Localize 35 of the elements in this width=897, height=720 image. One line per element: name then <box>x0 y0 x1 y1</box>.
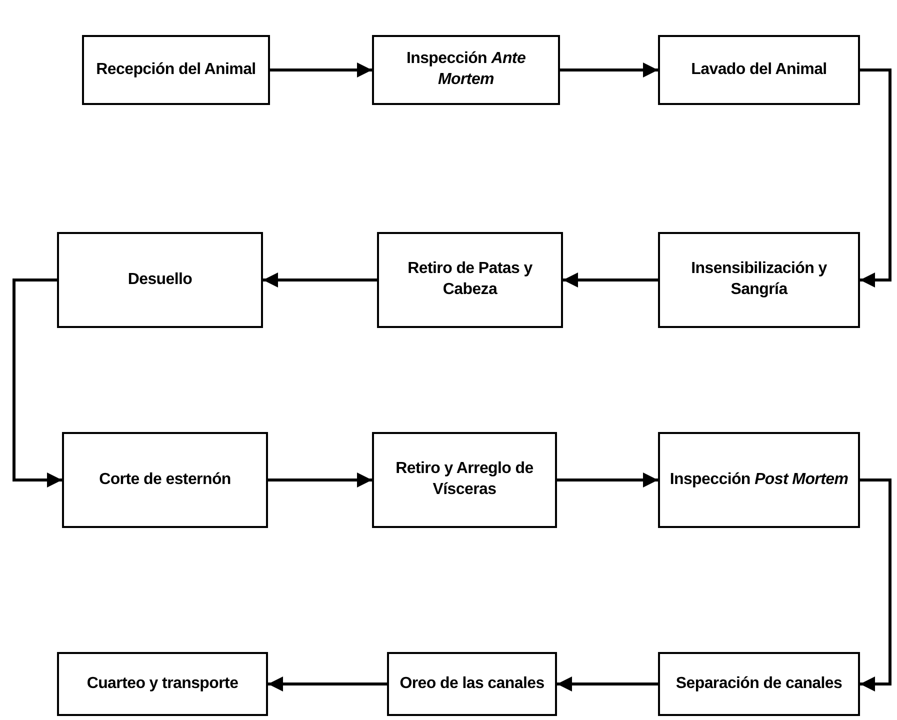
process-box <box>658 232 860 328</box>
step-label: Recepción del Animal <box>96 60 256 80</box>
step-label: Retiro y Arreglo de Vísceras <box>394 459 534 500</box>
step-label: Oreo de las canales <box>400 674 544 694</box>
arrow <box>557 676 658 692</box>
process-box <box>372 432 557 528</box>
process-box <box>82 35 270 105</box>
step-label: Insensibilización y Sangría <box>690 259 828 300</box>
step-label: Lavado del Animal <box>691 60 827 80</box>
arrow <box>563 272 658 288</box>
process-box <box>658 432 860 528</box>
step-label: Corte de esternón <box>99 470 231 490</box>
step-label: Inspección Ante Mortem <box>405 49 527 90</box>
process-box <box>62 432 268 528</box>
process-box <box>372 35 560 105</box>
arrow <box>860 68 892 288</box>
step-label: Desuello <box>128 270 192 290</box>
arrow <box>560 62 658 78</box>
arrow <box>268 472 372 488</box>
arrow <box>268 676 387 692</box>
process-box <box>57 232 263 328</box>
process-box <box>387 652 557 716</box>
step-label: Separación de canales <box>676 674 842 694</box>
arrow <box>860 478 892 692</box>
process-box <box>57 652 268 716</box>
arrow <box>263 272 377 288</box>
arrow <box>270 62 372 78</box>
process-box <box>658 652 860 716</box>
step-label: Cuarteo y transporte <box>86 674 238 694</box>
arrow <box>12 278 62 488</box>
step-label: Retiro de Patas y Cabeza <box>406 259 534 300</box>
arrow <box>557 472 658 488</box>
step-label: Inspección Post Mortem <box>670 470 848 490</box>
process-box <box>658 35 860 105</box>
process-box <box>377 232 563 328</box>
